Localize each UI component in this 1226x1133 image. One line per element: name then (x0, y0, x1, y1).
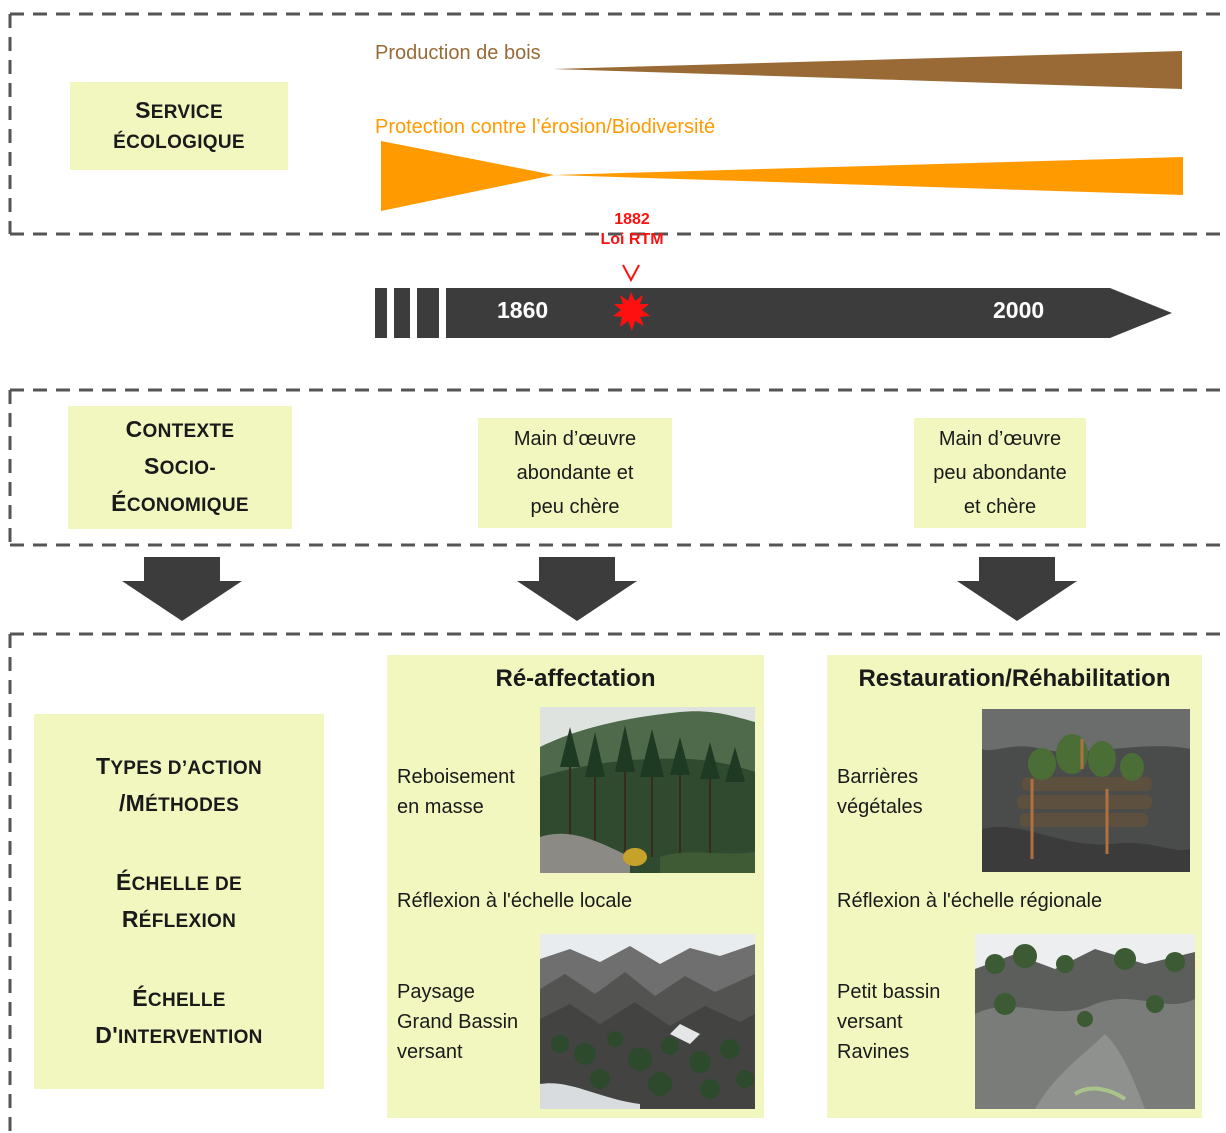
down-arrow-icon (957, 557, 1077, 621)
actions-intervention-label-1: Échelle (132, 984, 226, 1011)
context-right-line-3: et chère (963, 496, 1037, 518)
reaffectation-scale-line-3: versant (397, 1041, 463, 1063)
down-arrow-icon (122, 557, 242, 621)
contexte-box: Contexte socio- économique (68, 406, 292, 529)
protection-label: Protection contre l’érosion/Biodiversité (375, 116, 716, 138)
restauration-scale: Petit bassin versant Ravines (837, 977, 940, 1067)
landscape-photo (540, 934, 755, 1109)
service-ecologique-box: Service écologique (70, 82, 288, 170)
event-year: 1882 (614, 211, 650, 228)
reaffectation-scale: Paysage Grand Bassin versant (397, 977, 518, 1067)
reaffectation-reflexion: Réflexion à l'échelle locale (397, 890, 633, 912)
reaffectation-method-line-1: Reboisement (397, 766, 515, 788)
actions-types-label-1: Types d’action (95, 752, 263, 779)
restauration-scale-line-1: Petit bassin (837, 981, 941, 1003)
timeline-end-year: 2000 (993, 297, 1045, 323)
production-wedge (553, 51, 1182, 89)
reforestation-photo (540, 707, 755, 873)
contexte-label-2: socio- (143, 453, 217, 479)
reaffectation-method-line-2: en masse (397, 796, 484, 818)
restauration-method-line-2: végétales (837, 796, 923, 818)
context-middle-line-1: Main d’œuvre (513, 428, 637, 450)
contexte-label-1: Contexte (125, 416, 235, 442)
reaffectation-scale-line-2: Grand Bassin (397, 1011, 519, 1033)
protection-wedge (381, 141, 1183, 211)
context-middle-line-2: abondante et (516, 462, 634, 484)
event-burst-icon (613, 292, 650, 331)
restauration-reflexion: Réflexion à l'échelle régionale (837, 890, 1103, 912)
event-law: Loi RTM (600, 231, 664, 248)
restauration-method: Barrières végétales (837, 762, 923, 822)
actions-box: Types d’action /Méthodes Échelle de réfl… (34, 714, 324, 1089)
restauration-scale-line-3: Ravines (837, 1041, 910, 1063)
context-right-line-1: Main d’œuvre (938, 428, 1062, 450)
actions-reflexion-label-2: réflexion (121, 905, 237, 932)
context-right-box: Main d’œuvre peu abondante et chère (914, 418, 1086, 528)
restauration-method-line-1: Barrières (837, 766, 919, 788)
down-arrow-icon (517, 557, 637, 621)
event-label: 1882 Loi RTM (580, 210, 684, 250)
actions-types-label-2: /Méthodes (118, 789, 240, 816)
timeline-arrow (375, 288, 1172, 338)
production-label: Production de bois (375, 42, 541, 64)
context-middle-line-3: peu chère (530, 496, 620, 518)
actions-intervention-label-2: d'intervention (95, 1021, 263, 1048)
reaffectation-title: Ré-affectation (495, 665, 656, 692)
context-right-line-2: peu abondante (933, 462, 1067, 484)
reaffectation-scale-line-1: Paysage (397, 981, 475, 1003)
timeline-start-year: 1860 (497, 297, 549, 323)
reaffectation-method: Reboisement en masse (397, 762, 515, 822)
contexte-label-3: économique (111, 490, 249, 516)
service-ecologique-label: Service écologique (113, 96, 245, 153)
actions-reflexion-label-1: Échelle de (115, 868, 243, 895)
ravine-photo (975, 934, 1195, 1109)
event-pointer-icon (622, 264, 640, 283)
vegetal-barrier-photo (982, 709, 1190, 872)
restauration-scale-line-2: versant (837, 1011, 903, 1033)
context-middle-box: Main d’œuvre abondante et peu chère (478, 418, 672, 528)
restauration-title: Restauration/Réhabilitation (858, 665, 1171, 692)
